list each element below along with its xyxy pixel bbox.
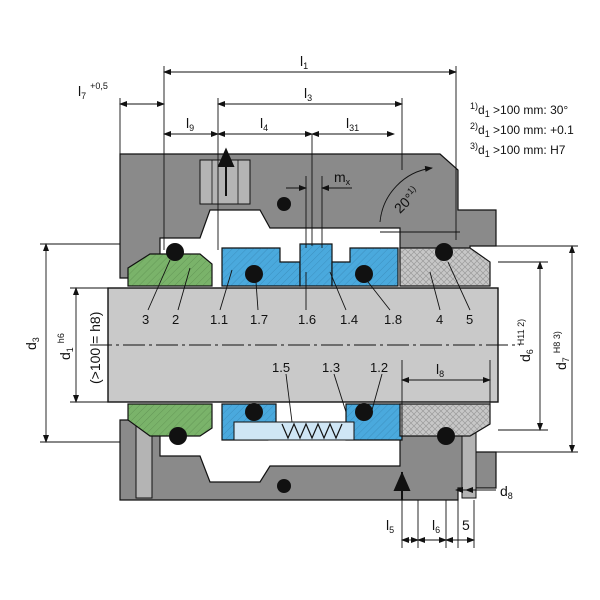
o-ring-5-top [435,243,453,261]
hatch-overlay [128,404,212,436]
part-label: 1.1 [210,312,228,327]
part-label: 1.6 [298,312,316,327]
flow-arrow-top [217,147,235,196]
part-label: 1.3 [322,360,340,375]
part-label: 1.2 [370,360,388,375]
part-label: 4 [436,312,443,327]
part-label: 1.5 [272,360,290,375]
dim-l4: l4 [260,115,268,133]
hatch-overlay [222,248,300,286]
hatch-overlay [128,254,212,286]
hatch-overlay [400,404,490,436]
part-labels-top: 3 2 1.1 1.7 1.6 1.4 1.8 4 5 [142,312,473,327]
footnotes: 1)d1 >100 mm: 30° 2)d1 >100 mm: +0.1 3)d… [470,101,574,159]
o-ring-1-8-bottom [355,403,373,421]
dim-d6: d6H11 2) [516,319,535,362]
part-label: 1.7 [250,312,268,327]
o-ring-1-7-bottom [245,403,263,421]
note-3: 3)d1 >100 mm: H7 [470,141,566,159]
flow-arrow-bottom [393,471,411,500]
spring-sleeve [233,421,355,441]
note-2: 2)d1 >100 mm: +0.1 [470,121,574,139]
o-ring-3-top [166,243,184,261]
o-rings [166,197,455,493]
spring-1-5 [281,422,343,440]
dim-l1: l1 [300,53,308,71]
dim-l9: l9 [186,115,194,133]
dim-l7: l7+0,5 [78,81,108,101]
dim-l31: l31 [346,115,359,133]
o-ring-lower-housing [277,479,291,493]
dim-l5: l5 [386,517,394,535]
dim-mx: mx [334,169,351,187]
dim-l8: l8 [436,361,444,379]
dim-d1-note: (>100 = h8) [87,312,103,384]
dim-l6: l6 [432,517,440,535]
hatch-overlay [400,248,490,286]
part-label: 1.8 [384,312,402,327]
dim-d1: d1h6 [56,333,75,360]
note-1: 1)d1 >100 mm: 30° [470,101,568,119]
o-ring-1-8-top [355,265,373,283]
part-labels-bottom: 1.5 1.3 1.2 [272,360,388,375]
dim-d3: d3 [23,337,41,350]
part-label: 1.4 [340,312,358,327]
dim-l3: l3 [304,85,312,103]
part-label: 5 [466,312,473,327]
hatch-overlay [300,244,332,286]
o-ring-3-bottom [169,427,187,445]
dim-5: 5 [462,517,470,533]
part-label: 3 [142,312,149,327]
dim-d8: d8 [500,483,513,501]
dim-d7: d7H8 3) [552,331,571,370]
o-ring-1-7-top [245,265,263,283]
o-ring-5-bottom [437,427,455,445]
part-label: 2 [172,312,179,327]
dimension-lines [40,66,578,548]
o-ring-upper-housing [277,197,291,211]
